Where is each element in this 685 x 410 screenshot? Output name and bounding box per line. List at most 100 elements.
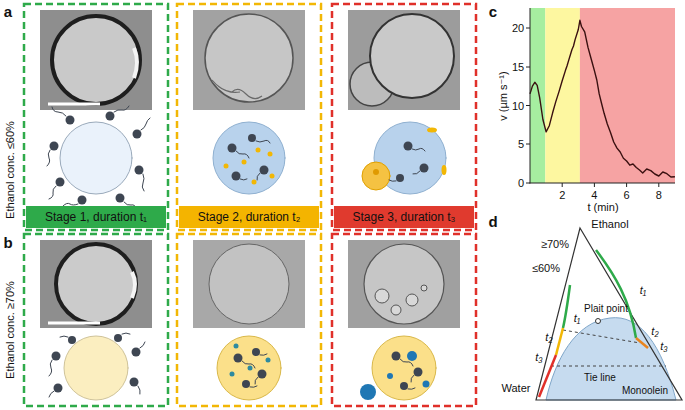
vesicle-schematic (68, 336, 76, 344)
vesicle-schematic (407, 351, 417, 361)
vesicle-schematic (400, 382, 408, 390)
vesicle-schematic (260, 166, 269, 175)
vesicle-schematic (140, 342, 145, 348)
vesicle-schematic (373, 128, 447, 176)
micrograph (40, 240, 460, 328)
vesicle-schematic (236, 140, 270, 180)
vesicle-schematic (266, 358, 271, 363)
vesicle-schematic (56, 178, 65, 187)
time-label: t₁ (640, 284, 647, 296)
vesicle-schematic (138, 386, 140, 394)
vesicle-schematic (49, 186, 56, 199)
vesicle-schematic (240, 179, 247, 180)
velocity-chart (626, 183, 627, 187)
vesicle-schematic (142, 174, 144, 191)
velocity-chart (526, 183, 530, 184)
vesicle-schematic (141, 118, 150, 130)
vesicle-schematic (106, 112, 115, 121)
vesicle-schematic (52, 352, 61, 361)
tick-label: 2 (559, 189, 565, 201)
velocity-chart (530, 8, 545, 183)
curve-label: ≤60% (532, 262, 560, 274)
vesicle-schematic (122, 333, 130, 334)
stage-frame (332, 4, 476, 230)
vesicle-schematic (236, 151, 249, 158)
vesicle-schematic (412, 148, 425, 151)
vesicle-schematic (404, 142, 413, 151)
tick-label: 5 (518, 138, 524, 150)
phase-diagram (636, 338, 648, 348)
velocity-chart (562, 183, 563, 187)
phase-diagram (596, 319, 601, 324)
phase-diagram (596, 250, 636, 338)
micrograph (48, 103, 100, 106)
micrograph (52, 16, 140, 104)
vesicle-schematic (256, 148, 261, 153)
phase-diagram (563, 285, 570, 328)
vesicle-schematic (135, 166, 144, 175)
stage-band: Stage 3, duration t₃ (334, 206, 474, 228)
stage-text: Stage 1, duration t₁ (45, 210, 147, 224)
vesicle-schematic (234, 354, 243, 363)
vesicle-schematic (234, 348, 267, 388)
tick-label: 6 (624, 189, 630, 201)
vesicle-schematic (256, 140, 270, 143)
phase-diagram (551, 366, 666, 367)
velocity-chart (530, 8, 531, 184)
micrograph (48, 322, 100, 325)
vesicle-schematic (252, 180, 257, 185)
velocity-chart (530, 20, 675, 177)
vesicle-schematic (248, 134, 256, 142)
line-label: Tie line (584, 372, 616, 383)
vesicle-schematic (47, 106, 447, 209)
vesicle-schematic (224, 164, 229, 169)
vesicle-schematic (442, 165, 447, 175)
tick-label: 4 (591, 189, 597, 201)
vesicle-schematic (392, 352, 401, 361)
micrograph (205, 14, 293, 102)
phase-diagram (546, 318, 676, 400)
stage-text: Stage 2, duration t₂ (198, 210, 301, 224)
vesicle-schematic (250, 386, 257, 387)
stage-frame (24, 234, 168, 406)
vesicle-schematic (228, 144, 237, 153)
vesicle-schematic (268, 152, 273, 157)
vesicle-schematic (132, 348, 141, 357)
micrograph (193, 240, 305, 328)
tick-label: 0 (518, 177, 524, 189)
vesicle-schematic (387, 373, 393, 379)
vesicle-schematic (258, 370, 267, 379)
micrograph (421, 285, 427, 291)
panel-label: d (488, 214, 497, 231)
vesicle-schematic (362, 162, 390, 190)
vesicle-schematic (224, 148, 275, 185)
stage-frame (177, 4, 321, 230)
vesicle-schematic (360, 351, 430, 400)
stage-frame (24, 4, 168, 230)
tick-label: 8 (656, 189, 662, 201)
panel-label: b (3, 235, 12, 252)
axis-label: v (µm s⁻¹) (497, 71, 509, 120)
micrograph (209, 244, 289, 324)
vesicle-schematic (413, 171, 420, 174)
micrograph (132, 272, 135, 298)
curve-label: ≥70% (541, 238, 569, 250)
vertex-label: Monoolein (622, 385, 668, 396)
vesicle-schematic (130, 378, 139, 387)
velocity-chart (526, 67, 530, 68)
vesicle-schematic (64, 336, 128, 400)
vesicle-schematic (78, 196, 87, 205)
time-label: t₃ (660, 340, 667, 352)
phase-diagram (536, 228, 682, 400)
velocity-chart (530, 183, 676, 184)
vesicle-schematic (49, 333, 436, 400)
micrograph (348, 10, 460, 110)
vertex-label: Ethanol (591, 218, 628, 230)
vesicle-schematic (60, 122, 132, 194)
row-label: Ethanol conc. ≥70% (4, 281, 16, 379)
axis-label: t (min) (587, 201, 618, 213)
vesicle-schematic (228, 134, 269, 181)
velocity-chart (580, 8, 675, 183)
vesicle-schematic (252, 348, 260, 356)
